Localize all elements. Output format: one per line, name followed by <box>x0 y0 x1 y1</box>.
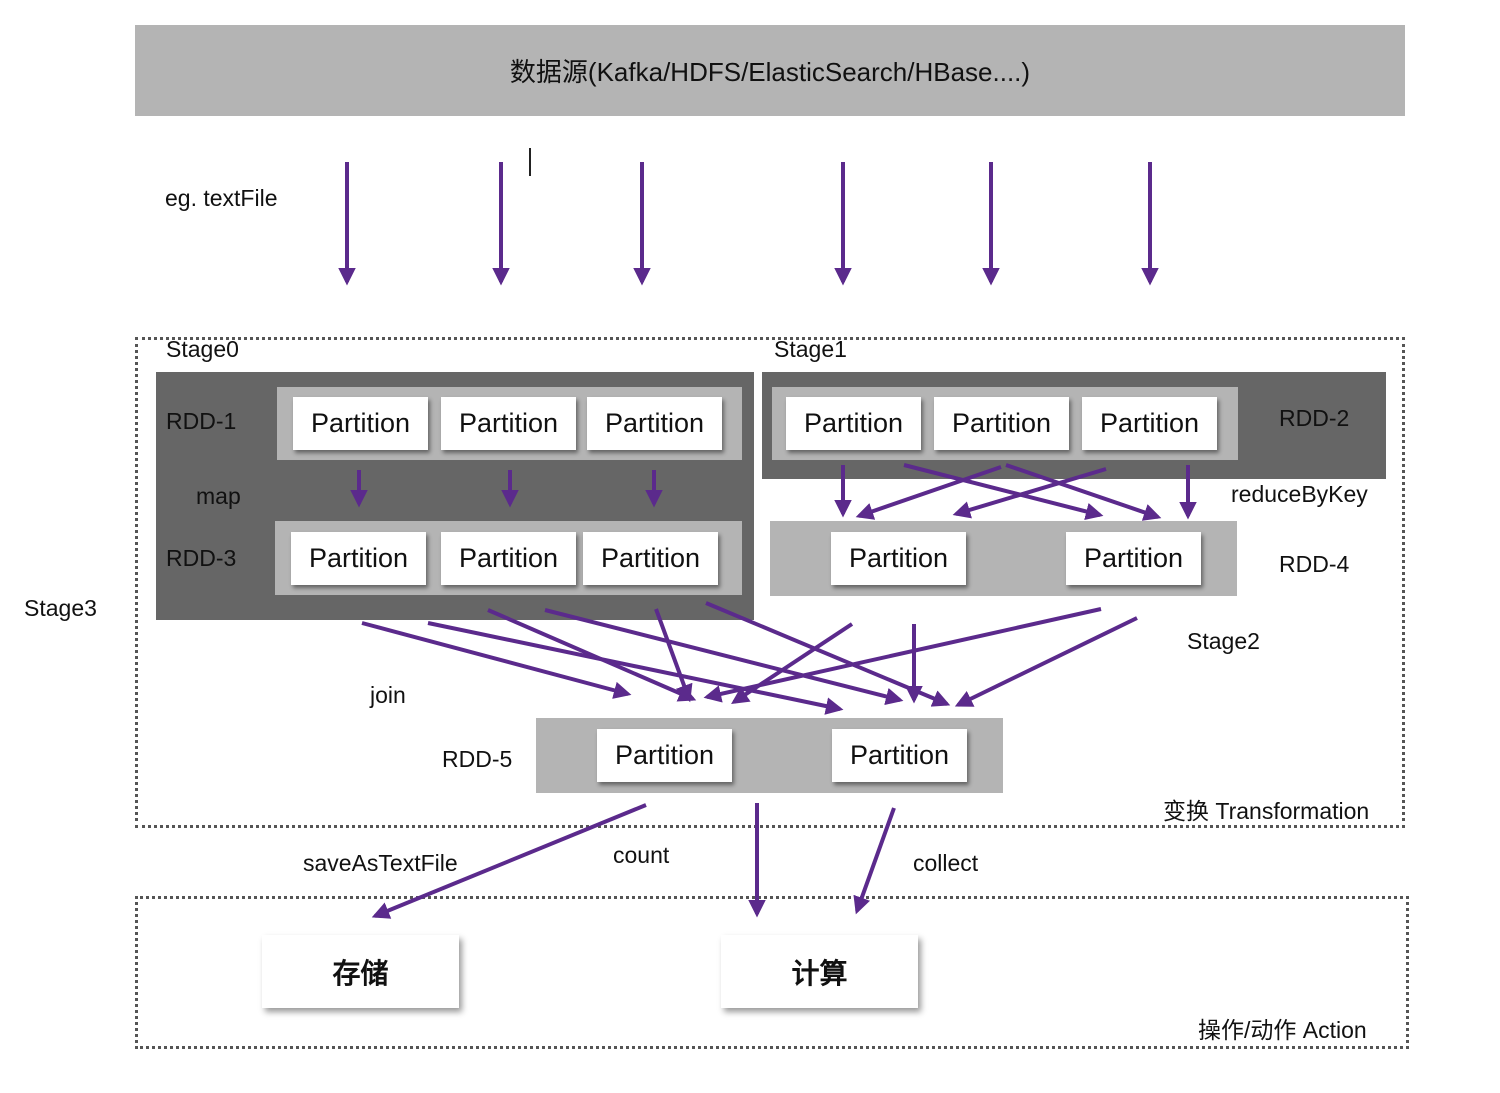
data-source-bar: 数据源(Kafka/HDFS/ElasticSearch/HBase....) <box>135 25 1405 116</box>
count-label: count <box>613 842 670 868</box>
shuffle-arrow <box>1005 463 1162 521</box>
rdd3-partition: Partition <box>583 532 718 585</box>
rdd2-partition: Partition <box>1082 397 1217 450</box>
rdd5-partition: Partition <box>597 729 732 782</box>
rdd3-label: RDD-3 <box>166 545 237 571</box>
join-arrow <box>731 622 854 704</box>
join-arrow <box>427 621 844 715</box>
rdd2-label: RDD-2 <box>1279 405 1350 431</box>
data-source-title: 数据源(Kafka/HDFS/ElasticSearch/HBase....) <box>509 57 1031 87</box>
join-arrow <box>361 621 632 699</box>
join-arrow <box>703 607 1102 703</box>
rdd4-partition: Partition <box>1066 532 1201 585</box>
map-label: map <box>196 483 241 509</box>
rdd3-partition: Partition <box>441 532 576 585</box>
rdd1-partition: Partition <box>441 397 576 450</box>
action-label: 操作/动作 Action <box>1198 1017 1367 1043</box>
action-region <box>135 896 1409 1049</box>
collect-label: collect <box>913 850 979 876</box>
shuffle-arrow <box>903 463 1104 521</box>
rdd1-partition: Partition <box>293 397 428 450</box>
textfile-label: eg. textFile <box>165 185 278 211</box>
join-arrow <box>487 608 697 702</box>
shuffle-arrow <box>855 465 1002 520</box>
storage-box: 存储 <box>262 935 459 1008</box>
stage0-label: Stage0 <box>166 336 239 362</box>
shuffle-arrow <box>952 467 1107 519</box>
compute-box: 计算 <box>721 935 918 1008</box>
rdd5-label: RDD-5 <box>442 746 513 772</box>
join-label: join <box>370 682 406 708</box>
join-arrow <box>654 608 693 703</box>
save-as-text-file-label: saveAsTextFile <box>303 850 458 876</box>
stage3-label: Stage3 <box>24 595 97 621</box>
text-cursor <box>529 148 531 176</box>
rdd2-partition: Partition <box>934 397 1069 450</box>
rdd4-partition: Partition <box>831 532 966 585</box>
rdd4-label: RDD-4 <box>1279 551 1350 577</box>
transformation-region <box>135 337 1405 828</box>
stage1-label: Stage1 <box>774 336 847 362</box>
transformation-label: 变换 Transformation <box>1163 798 1370 824</box>
rdd2-partition: Partition <box>786 397 921 450</box>
stage2-label: Stage2 <box>1187 628 1260 654</box>
action-arrow <box>371 803 647 919</box>
join-arrow <box>544 608 904 706</box>
rdd3-partition: Partition <box>291 532 426 585</box>
rdd1-label: RDD-1 <box>166 408 237 434</box>
join-arrow <box>954 616 1138 707</box>
reduce-by-key-label: reduceByKey <box>1231 481 1368 507</box>
action-arrow <box>853 807 896 915</box>
rdd1-partition: Partition <box>587 397 722 450</box>
rdd5-partition: Partition <box>832 729 967 782</box>
